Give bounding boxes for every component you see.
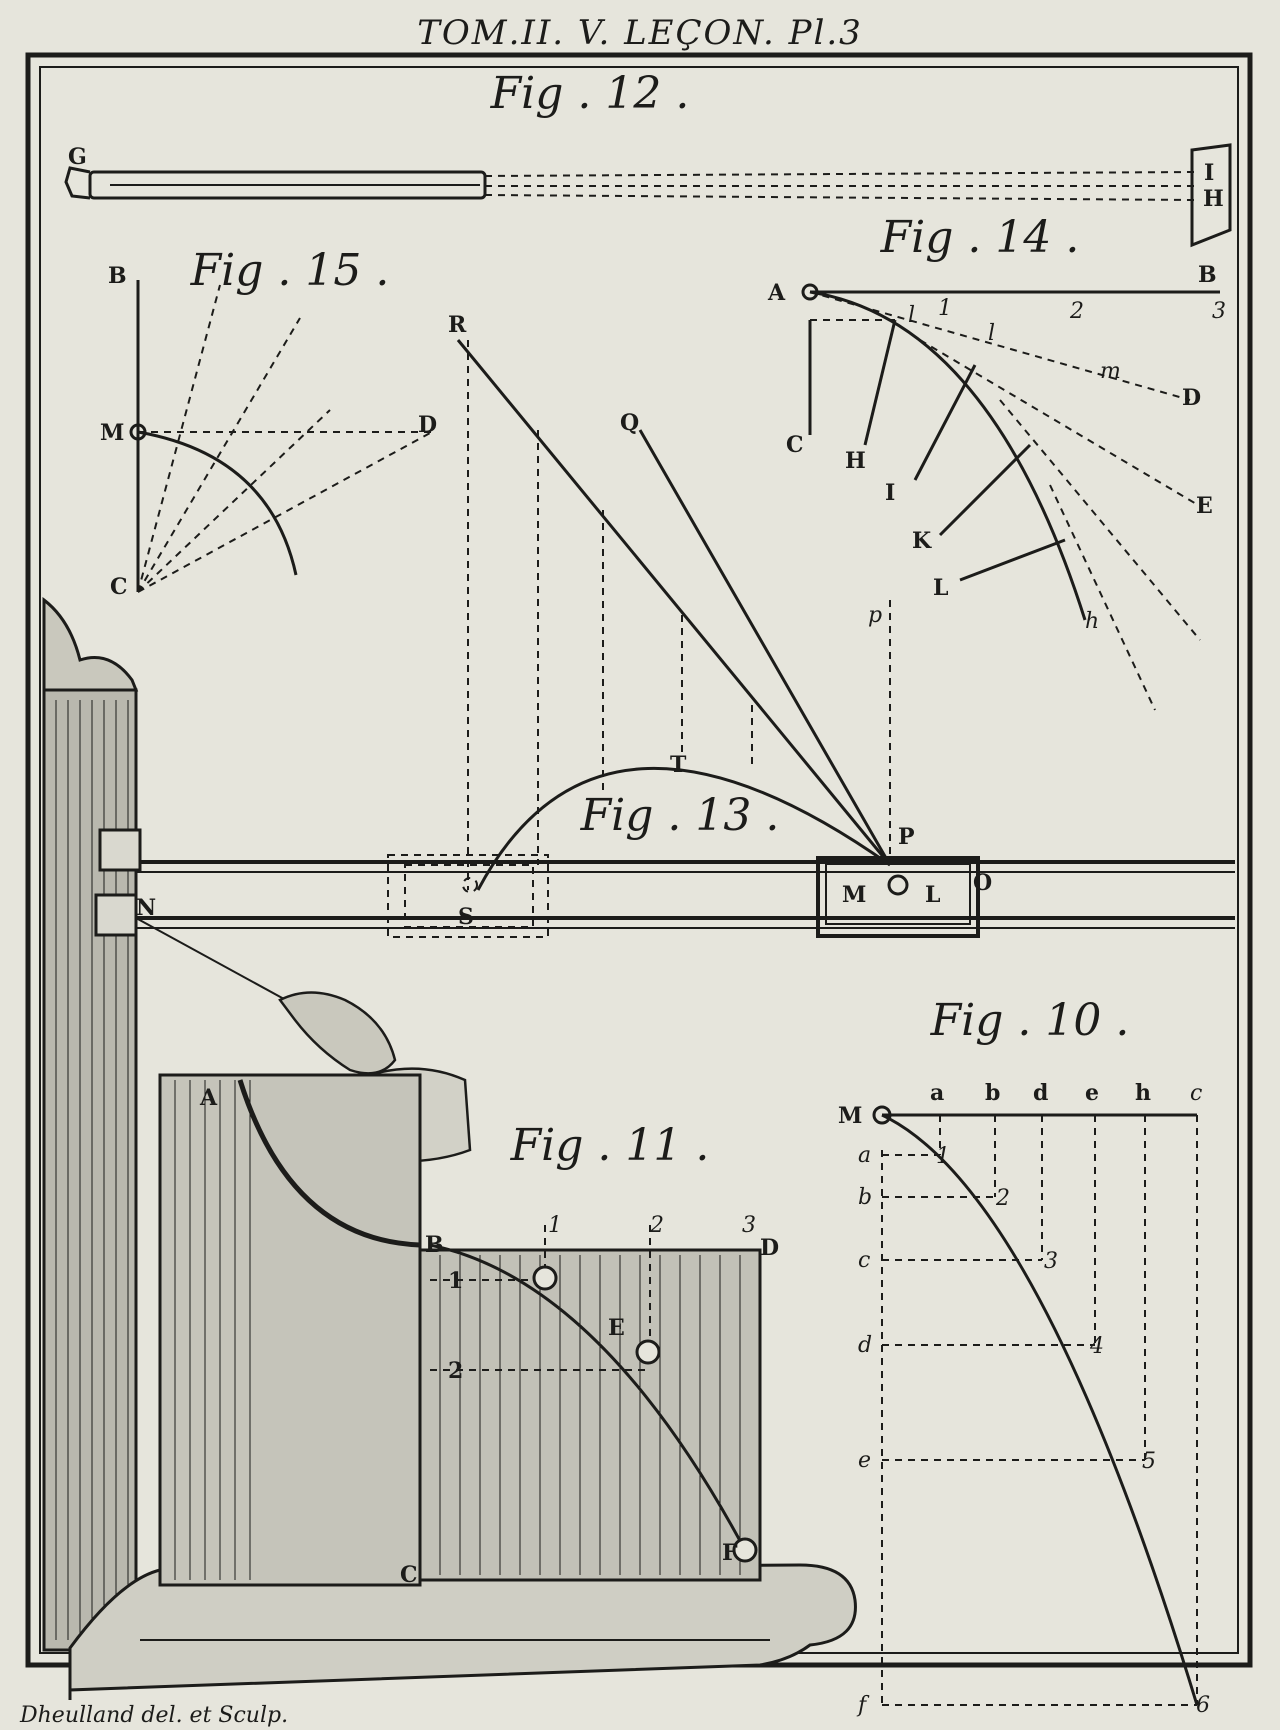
fig11-label-c: C [400,1562,418,1588]
fig13-label-t: T [670,752,687,778]
fig14-label-h: H [845,448,866,474]
fig11-label-d: D [760,1235,779,1261]
fig14-label-c: C [786,432,804,458]
fig10-side-b: b [858,1185,872,1210]
fig11-label-3: 3 [742,1213,756,1238]
fig10-side-d: d [858,1333,872,1358]
fig12-label-g: G [68,144,87,170]
plate-title: TOM.II. V. LEÇON. Pl.3 [417,13,863,53]
fig15-label-c: C [110,574,128,600]
fig12-caption: Fig . 12 . [490,68,690,119]
fig10-point-5: 5 [1142,1449,1156,1474]
fig10-point-6: 6 [1196,1693,1210,1718]
fig11-label-b: B [425,1232,444,1258]
fig14-diagram: Fig . 14 . A B 1 2 3 l l m D C H I E K L… [767,212,1226,711]
fig14-label-2: 2 [1069,299,1084,324]
fig11-label-2: 2 [649,1213,664,1238]
fig14-label-d: D [1182,385,1201,411]
fig14-caption: Fig . 14 . [880,212,1080,263]
fig10-point-4: 4 [1089,1334,1104,1359]
fig11-label-f: F [722,1540,738,1566]
fig15-label-m: M [100,420,124,446]
fig12-label-i: I [1204,160,1214,186]
fig10-top-b: b [985,1080,1000,1106]
fig11-apparatus: Fig . 11 . [68,1073,857,1700]
fig13-caption: Fig . 13 . [580,790,780,841]
fig11-label-side-1: 1 [448,1268,463,1294]
fig10-caption: Fig . 10 . [930,995,1130,1046]
fig14-label-1: 1 [938,296,952,321]
fig10-label-m: M [838,1103,862,1129]
left-column-apparatus [42,596,296,1652]
fig14-label-h-small: h [1085,609,1099,634]
fig14-label-k: K [912,528,932,554]
fig13-label-m: M [842,882,866,908]
fig12-label-h: H [1203,186,1224,212]
fig10-point-1: 1 [936,1144,950,1169]
fig10-side-c: c [858,1248,870,1273]
fig13-label-p-small: p [868,603,882,628]
fig14-label-m: m [1100,359,1121,384]
fig10-diagram: Fig . 10 . M a b d e h c a b c d e f 1 2… [838,995,1210,1718]
fig10-side-f: f [856,1693,870,1718]
fig15-diagram: Fig . 15 . B M D C [100,245,437,600]
fig14-label-b: B [1198,262,1217,288]
fig11-label-side-2: 2 [448,1358,463,1384]
fig10-top-h: h [1135,1080,1151,1106]
fig13-label-n: N [136,895,156,921]
fig14-label-3: 3 [1212,299,1226,324]
fig10-top-e: e [1085,1080,1099,1106]
fig13-label-r: R [448,312,467,338]
fig11-label-e: E [608,1315,625,1341]
fig14-label-e: E [1196,493,1213,519]
engraver-credit: Dheulland del. et Sculp. [19,1703,288,1728]
fig11-label-1: 1 [548,1213,562,1238]
fig14-label-i: I [885,480,895,506]
fig13-label-l: L [925,882,940,908]
fig10-top-a: a [930,1080,944,1106]
fig13-label-q: Q [620,410,639,436]
fig14-label-l1: l [908,303,915,328]
fig10-point-2: 2 [995,1186,1010,1211]
fig11-caption: Fig . 11 . [510,1120,710,1171]
fig14-label-a: A [767,280,786,306]
fig15-label-d: D [418,412,437,438]
fig15-label-b: B [108,263,127,289]
fig13-label-s: S [458,904,474,930]
fig10-top-d: d [1033,1080,1048,1106]
fig10-point-3: 3 [1044,1249,1058,1274]
fig13-label-o: O [973,870,992,896]
fig10-side-e: e [858,1448,871,1473]
fig12-telescope: Fig . 12 . G I H [64,68,1232,248]
fig10-side-a: a [858,1143,871,1168]
fig14-label-l2: l [988,321,995,346]
fig13-diagram: Fig . 13 . R Q p T P S M L O N [135,312,1235,938]
fig11-label-a: A [199,1085,218,1111]
fig14-label-l: L [933,575,948,601]
fig10-top-c: c [1190,1081,1202,1106]
fig15-caption: Fig . 15 . [190,245,390,296]
fig13-label-p: P [898,824,915,850]
